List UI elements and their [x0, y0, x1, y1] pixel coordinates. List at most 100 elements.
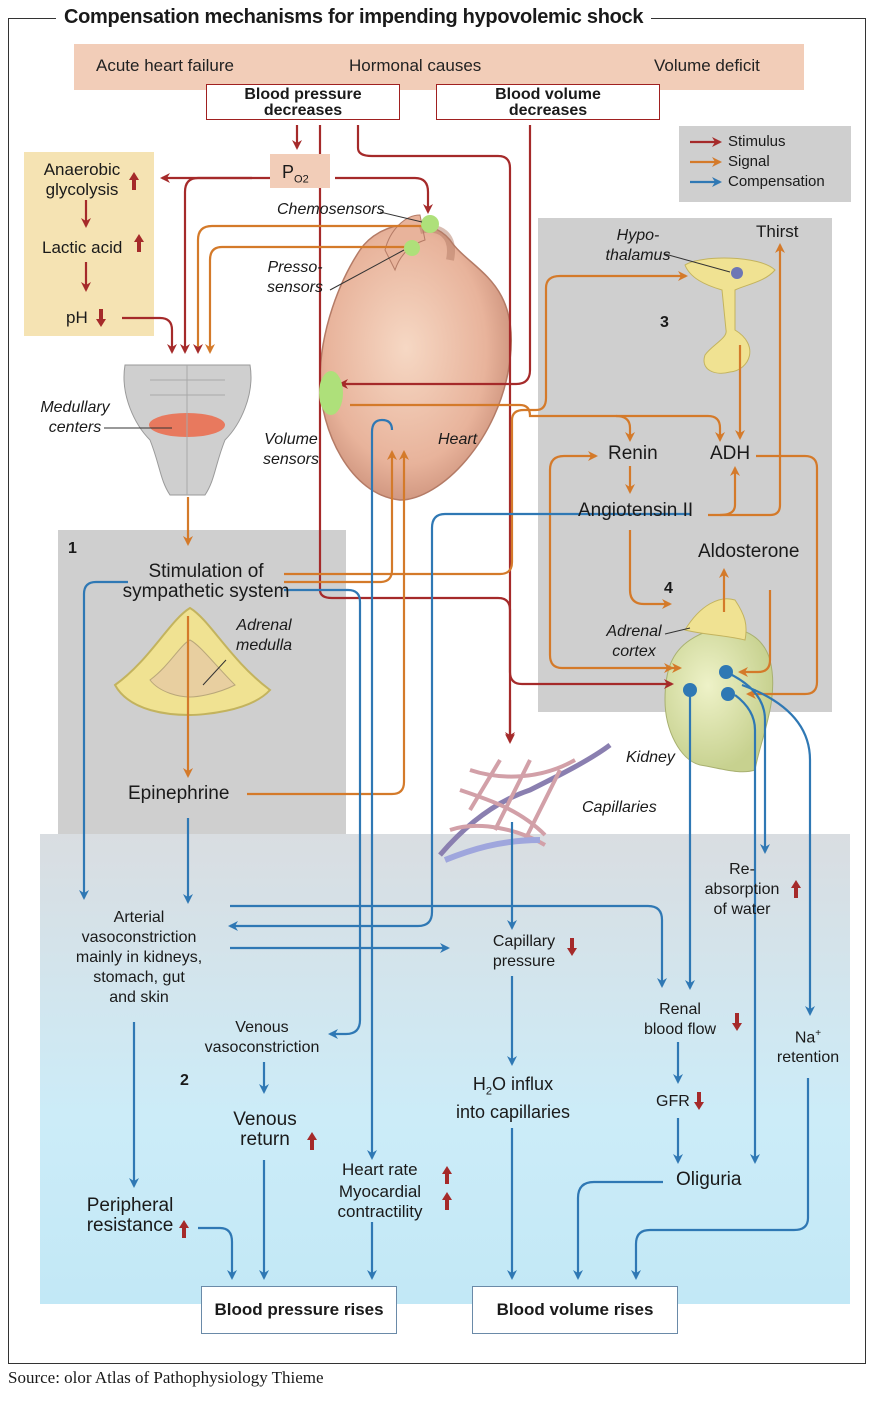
- arterial-line3: mainly in kidneys,: [75, 949, 203, 966]
- na-symbol: Na: [794, 1029, 816, 1047]
- peripheral-resistance-label: Peripheral resistance: [80, 1196, 180, 1236]
- compensation-arrows: [79, 418, 815, 1280]
- hypo-line1: Hypo-: [616, 227, 660, 244]
- legend-stimulus: Stimulus: [728, 133, 786, 150]
- po2-label: PO2: [282, 162, 309, 190]
- result-blood-volume-rises: Blood volume rises: [472, 1286, 678, 1334]
- adrenal-medulla-label: Adrenal medulla: [226, 616, 302, 656]
- kidney-dot-1: [683, 683, 697, 697]
- legend-box: [679, 126, 851, 202]
- volume-line2: sensors: [262, 451, 320, 468]
- aldosterone-label: Aldosterone: [698, 541, 800, 562]
- causes-band: [74, 44, 804, 90]
- adrenal-medulla-line2: medulla: [235, 637, 293, 654]
- volume-line1: Volume: [264, 431, 318, 448]
- h2o-influx-label: H2O influx into capillaries: [440, 1074, 586, 1122]
- epinephrine-label: Epinephrine: [128, 783, 230, 804]
- lactic-acid-label: Lactic acid: [42, 238, 123, 257]
- adrenal-medulla-line1: Adrenal: [236, 617, 292, 634]
- heart-label: Heart: [438, 431, 478, 448]
- venous-vasoconstriction-label: Venous vasoconstriction: [192, 1018, 332, 1058]
- po2-sub: O2: [294, 173, 309, 186]
- legend-compensation: Compensation: [728, 173, 825, 190]
- stim-line2: sympathetic system: [122, 581, 290, 602]
- legend-signal: Signal: [728, 153, 770, 170]
- adrenal-cortex-line1: Adrenal: [606, 623, 662, 640]
- diagram-title: Compensation mechanisms for impending hy…: [56, 6, 652, 29]
- reabs-line2: absorption: [704, 881, 780, 898]
- reabs-line3: of water: [713, 901, 771, 918]
- angiotensin-label: Angiotensin II: [578, 500, 694, 521]
- medullary-centers-label: Medullary centers: [32, 398, 118, 438]
- hypo-line2: thalamus: [605, 247, 671, 264]
- pressosensors-label: Presso- sensors: [260, 258, 330, 298]
- trigger-blood-volume: Blood volume decreases: [436, 84, 660, 120]
- presso-line2: sensors: [266, 279, 324, 296]
- myocardial-contractility-label: Myocardial contractility: [322, 1182, 438, 1222]
- h2o-line2: into capillaries: [455, 1101, 571, 1122]
- cause-acute-heart-failure: Acute heart failure: [96, 56, 234, 75]
- capillaries-label: Capillaries: [582, 799, 657, 816]
- myocardial-line2: contractility: [337, 1202, 423, 1221]
- trigger-bp-line1: Blood pressure: [244, 86, 362, 103]
- chemosensors-label: Chemosensors: [277, 201, 385, 218]
- reabs-line1: Re-: [729, 861, 755, 878]
- effects-background: [40, 834, 850, 1304]
- na-line2: retention: [776, 1049, 840, 1067]
- signal-arrows: [183, 224, 819, 796]
- medulla-illustration: [123, 364, 252, 496]
- pressosensor-dot: [404, 240, 420, 256]
- chemosensor-dot: [421, 215, 439, 233]
- heart-illustration: [319, 214, 513, 501]
- presso-line1: Presso-: [267, 259, 323, 276]
- cap-pressure-line1: Capillary: [492, 933, 556, 950]
- arterial-line5: and skin: [109, 989, 169, 1006]
- section-number-3: 3: [660, 314, 669, 331]
- na-sup: +: [815, 1028, 822, 1039]
- h2o-line1: H2O influx: [440, 1074, 586, 1102]
- result-blood-pressure-rises: Blood pressure rises: [201, 1286, 397, 1334]
- stimulus-arrows: [81, 125, 674, 744]
- adrenal-cortex-leader: [664, 627, 691, 635]
- capillaries-illustration: [438, 742, 612, 863]
- hypothalamus-illustration: [684, 257, 776, 374]
- venous-return-label: Venous return: [220, 1110, 310, 1150]
- cap-pressure-line2: pressure: [492, 953, 556, 970]
- peripheral-line2: resistance: [86, 1215, 174, 1236]
- trigger-blood-pressure: Blood pressure decreases: [206, 84, 400, 120]
- capillary-pressure-label: Capillary pressure: [480, 932, 568, 972]
- oliguria-label: Oliguria: [676, 1169, 742, 1190]
- pressosensor-leader: [329, 249, 405, 291]
- arterial-line2: vasoconstriction: [81, 929, 197, 946]
- po2-box: [270, 154, 330, 188]
- adrenal-cortex-label: Adrenal cortex: [600, 622, 668, 662]
- anaerobic-line2: glycolysis: [45, 180, 119, 199]
- myocardial-line1: Myocardial: [338, 1182, 422, 1201]
- trigger-bv-line2: decreases: [508, 102, 588, 119]
- cause-hormonal: Hormonal causes: [349, 56, 482, 75]
- h2o-h: H: [472, 1074, 486, 1094]
- venous-return-line1: Venous: [233, 1109, 297, 1130]
- adrenal-cortex-line2: cortex: [612, 643, 656, 660]
- venous-vc-line2: vasoconstriction: [204, 1039, 320, 1056]
- source-caption: Source: olor Atlas of Pathophysiology Th…: [8, 1368, 324, 1387]
- peripheral-line1: Peripheral: [86, 1195, 174, 1216]
- hypothalamus-leader: [664, 253, 731, 273]
- renal-line2: blood flow: [643, 1021, 717, 1038]
- section-number-2: 2: [180, 1072, 189, 1089]
- thirst-label: Thirst: [756, 222, 799, 241]
- medullary-line1: Medullary: [40, 399, 110, 416]
- venous-return-line2: return: [240, 1129, 290, 1150]
- anaerobic-line1: Anaerobic: [43, 160, 121, 179]
- ph-label: pH: [66, 308, 88, 327]
- volume-sensor-dot: [319, 371, 343, 415]
- cause-volume-deficit: Volume deficit: [654, 56, 760, 75]
- volume-sensors-label: Volume sensors: [256, 430, 326, 470]
- stimulation-sympathetic-label: Stimulation of sympathetic system: [96, 562, 316, 602]
- medullary-line2: centers: [48, 419, 102, 436]
- section-number-1: 1: [68, 540, 77, 557]
- na-line1: Na+: [766, 1024, 850, 1048]
- adrenal-medulla-leader: [202, 659, 227, 686]
- adrenal-medulla-illustration: [113, 606, 272, 717]
